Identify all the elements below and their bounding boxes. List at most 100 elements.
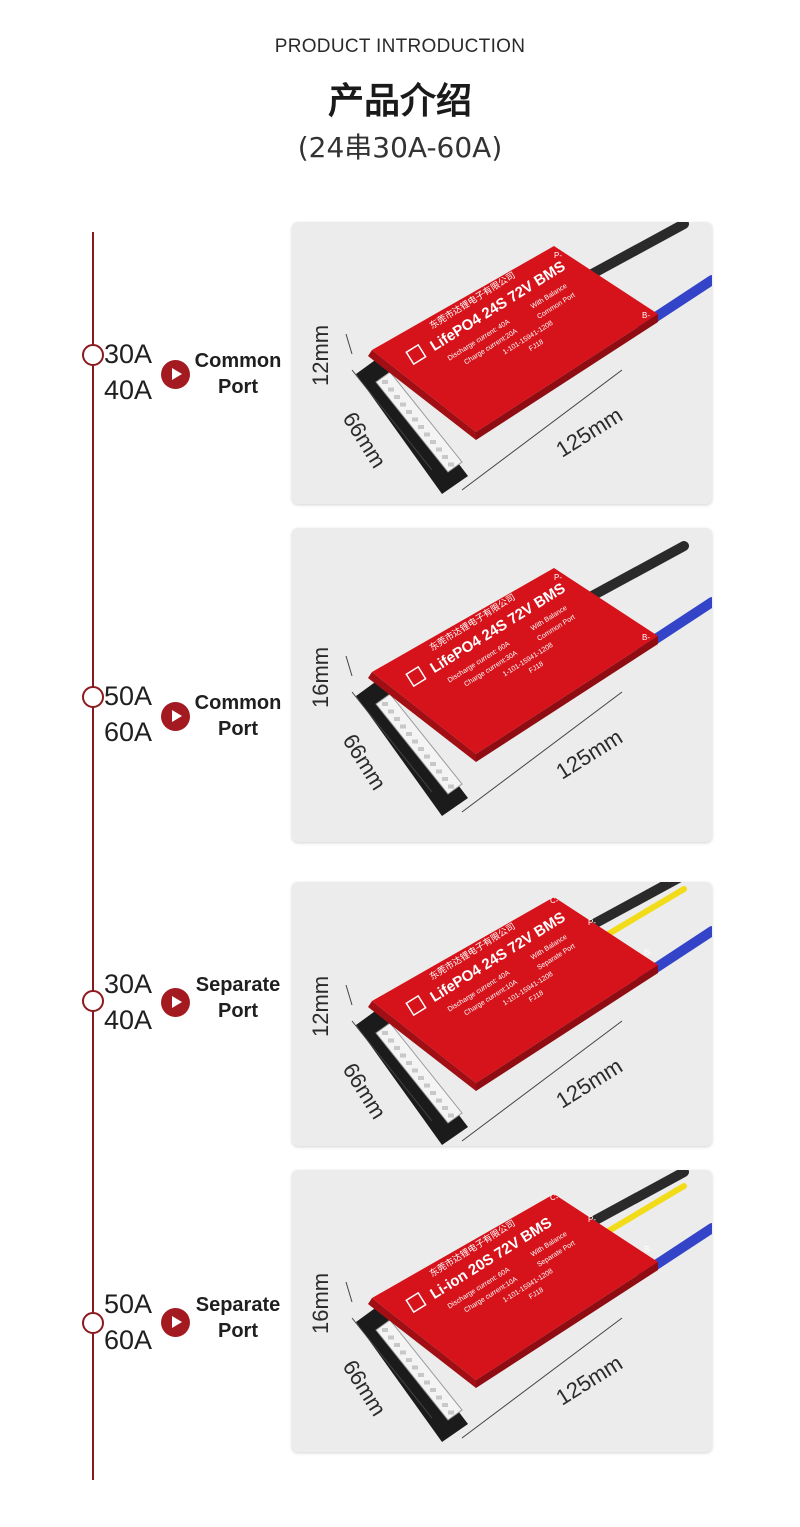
play-arrow-icon[interactable]: [161, 988, 190, 1017]
port-type: Separate Port: [188, 1292, 288, 1344]
connector-pin: [418, 425, 424, 429]
board-edge: [368, 350, 476, 440]
board-edge: [476, 1262, 658, 1388]
board-edge: [476, 636, 658, 762]
port-type: Separate Port: [188, 972, 288, 1024]
connector-pin: [436, 1395, 442, 1400]
page-spec: (24串30A-60A): [297, 131, 503, 164]
height-dimension: 16mm: [308, 647, 333, 708]
connector-pin: [424, 1083, 430, 1088]
connector-pin: [418, 1076, 424, 1080]
terminal-label: P-: [588, 1215, 596, 1224]
board-edge: [368, 1001, 476, 1091]
connector-pin: [436, 769, 442, 774]
play-arrow-icon[interactable]: [161, 702, 190, 731]
brand-logo-icon: [405, 343, 427, 366]
timeline-node: [82, 1312, 104, 1334]
connector-pin: [424, 432, 430, 437]
timeline-line: [92, 232, 94, 1480]
terminal-label: B-: [642, 633, 650, 642]
connector-pin: [412, 417, 418, 422]
connector-pin: [394, 717, 400, 721]
connector-pin: [424, 754, 430, 759]
height-dimension: 12mm: [308, 325, 333, 386]
width-dim-line: [351, 1020, 433, 1122]
connector-pin: [400, 1350, 406, 1355]
connector-pin: [394, 1046, 400, 1050]
timeline-node: [82, 344, 104, 366]
connector-pin: [412, 739, 418, 744]
current-rating: 30A 40A: [104, 336, 164, 408]
height-dim-line: [345, 984, 353, 1006]
play-arrow-icon[interactable]: [161, 360, 190, 389]
current-rating: 30A 40A: [104, 966, 164, 1038]
width-dim-line: [351, 1317, 433, 1419]
page-subtitle: PRODUCT INTRODUCTION: [274, 36, 526, 57]
board-edge: [476, 314, 658, 440]
connector-pin: [382, 1328, 388, 1332]
p-wire: [587, 222, 689, 279]
connector-pin: [388, 1038, 394, 1043]
connector-pin: [430, 762, 436, 766]
port-type: Common Port: [188, 690, 288, 742]
connector-pin: [418, 747, 424, 751]
connector-pin: [388, 709, 394, 714]
current-top: 30A: [104, 339, 153, 369]
bms-board: [372, 1194, 658, 1380]
connector-pin: [394, 395, 400, 399]
height-dim-line: [345, 1281, 353, 1303]
height-dimension: 16mm: [308, 1273, 333, 1334]
terminal-label: B-: [644, 948, 652, 957]
connector-pin: [448, 1410, 454, 1415]
bms-board: [372, 897, 658, 1083]
connector-pin: [406, 1358, 412, 1362]
width-dim-line: [351, 369, 433, 471]
connector-pin: [442, 1403, 448, 1407]
current-rating: 50A 60A: [104, 678, 164, 750]
length-dimension: 125mm: [551, 1350, 626, 1410]
height-dim-line: [345, 655, 353, 677]
connector-pin: [442, 777, 448, 781]
page-title: 产品介绍: [327, 81, 472, 122]
width-dimension: 66mm: [338, 729, 392, 794]
connector-pin: [382, 702, 388, 706]
terminal-label: B-: [644, 1245, 652, 1254]
connector-pin: [394, 1343, 400, 1347]
connector-pin: [436, 447, 442, 452]
connector-pin: [418, 1373, 424, 1377]
length-dimension: 125mm: [551, 724, 626, 784]
c-wire: [597, 1183, 687, 1239]
connector-pin: [442, 455, 448, 459]
play-arrow-icon[interactable]: [161, 1308, 190, 1337]
brand-logo-icon: [405, 994, 427, 1017]
width-dim-line: [351, 691, 433, 793]
terminal-label: P-: [588, 918, 596, 927]
connector-pin: [448, 784, 454, 789]
length-dim-line: [461, 1317, 623, 1439]
current-bottom: 60A: [104, 1325, 153, 1355]
timeline-node: [82, 990, 104, 1012]
board-edge: [476, 965, 658, 1091]
width-dimension: 66mm: [338, 1058, 392, 1123]
port-type-line2: Port: [218, 718, 258, 740]
port-type-line1: Common: [194, 692, 282, 714]
bms-board: [372, 568, 658, 754]
current-bottom: 40A: [104, 375, 153, 405]
connector-pin: [430, 1091, 436, 1095]
connector-pin: [400, 402, 406, 407]
current-top: 50A: [104, 1289, 153, 1319]
port-type: Common Port: [188, 348, 288, 400]
terminal-label: C-: [550, 1193, 559, 1202]
length-dimension: 125mm: [551, 1053, 626, 1113]
brand-logo-icon: [405, 1291, 427, 1314]
bms-board: [372, 246, 658, 432]
board-edge: [368, 672, 476, 762]
length-dim-line: [461, 1020, 623, 1142]
